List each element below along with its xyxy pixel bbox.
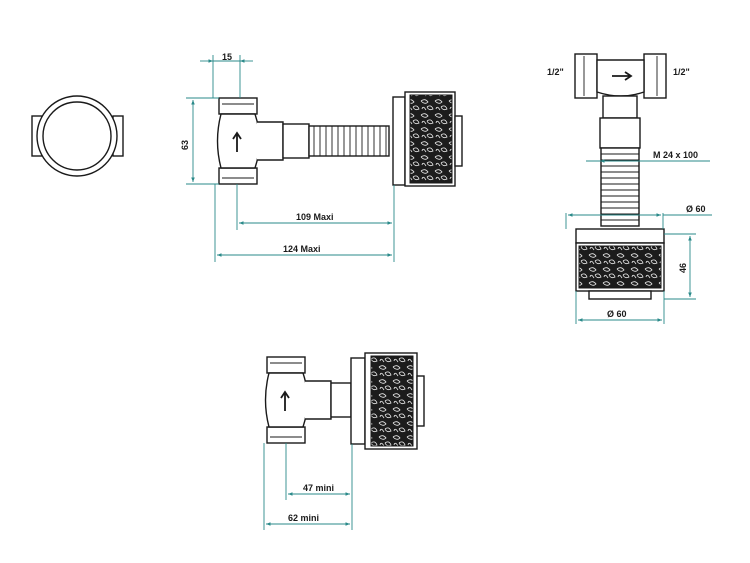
pipe-size-right: 1/2" bbox=[673, 67, 690, 77]
end-view bbox=[31, 95, 124, 177]
side-view-valve-body bbox=[216, 113, 261, 169]
side-view-cap bbox=[454, 115, 463, 167]
dim-diameter-top: Ø 60 bbox=[686, 204, 706, 214]
front-view-cap bbox=[588, 290, 652, 300]
side-view-neck bbox=[257, 121, 284, 161]
front-view-dimensions: 1/2" 1/2" M 24 x 100 Ø 60 46 Ø 60 bbox=[547, 67, 712, 324]
flow-arrow-up-icon bbox=[232, 131, 242, 152]
front-view-valve-body bbox=[596, 59, 645, 97]
short-view-decorative-handle bbox=[370, 355, 414, 447]
front-view-corrugated-hose bbox=[600, 147, 640, 227]
short-view-flange bbox=[350, 357, 366, 445]
side-view bbox=[216, 91, 463, 187]
short-view-top-nut bbox=[266, 356, 306, 374]
dim-nut-width: 15 bbox=[222, 52, 232, 62]
short-view-collar bbox=[330, 382, 352, 418]
front-view-left-nut bbox=[574, 53, 598, 99]
dim-height-46: 46 bbox=[678, 263, 688, 273]
dim-length-62: 62 mini bbox=[288, 513, 319, 523]
side-view-decorative-handle bbox=[409, 94, 453, 184]
short-side-view bbox=[264, 352, 425, 450]
front-view-flange bbox=[575, 228, 665, 244]
flow-arrow-right-icon bbox=[612, 71, 633, 81]
end-view-inner-ring bbox=[42, 101, 112, 171]
short-view-flow-arrow-icon bbox=[280, 390, 290, 411]
side-view-top-nut bbox=[218, 97, 258, 115]
pipe-size-left: 1/2" bbox=[547, 67, 564, 77]
short-view-valve-body bbox=[264, 372, 309, 428]
front-view bbox=[574, 53, 667, 300]
dim-height-63: 63 bbox=[180, 140, 190, 150]
front-view-right-nut bbox=[643, 53, 667, 99]
side-view-corrugated-hose bbox=[308, 125, 390, 157]
dim-length-109: 109 Maxi bbox=[296, 212, 334, 222]
short-view-dimensions: 47 mini 62 mini bbox=[263, 443, 353, 530]
side-view-dimensions: 15 63 109 Maxi 124 Maxi bbox=[180, 52, 395, 262]
short-view-neck bbox=[305, 380, 332, 420]
dim-length-124: 124 Maxi bbox=[283, 244, 321, 254]
front-view-collar bbox=[599, 117, 641, 149]
side-view-bottom-nut bbox=[218, 167, 258, 185]
short-view-bottom-nut bbox=[266, 426, 306, 444]
short-view-cap bbox=[416, 375, 425, 427]
dim-length-47: 47 mini bbox=[303, 483, 334, 493]
dim-diameter-bottom: Ø 60 bbox=[607, 309, 627, 319]
side-view-flange bbox=[392, 96, 406, 186]
front-view-decorative-handle bbox=[578, 245, 662, 289]
side-view-collar bbox=[282, 123, 310, 159]
dim-thread: M 24 x 100 bbox=[653, 150, 698, 160]
front-view-neck bbox=[602, 95, 638, 119]
